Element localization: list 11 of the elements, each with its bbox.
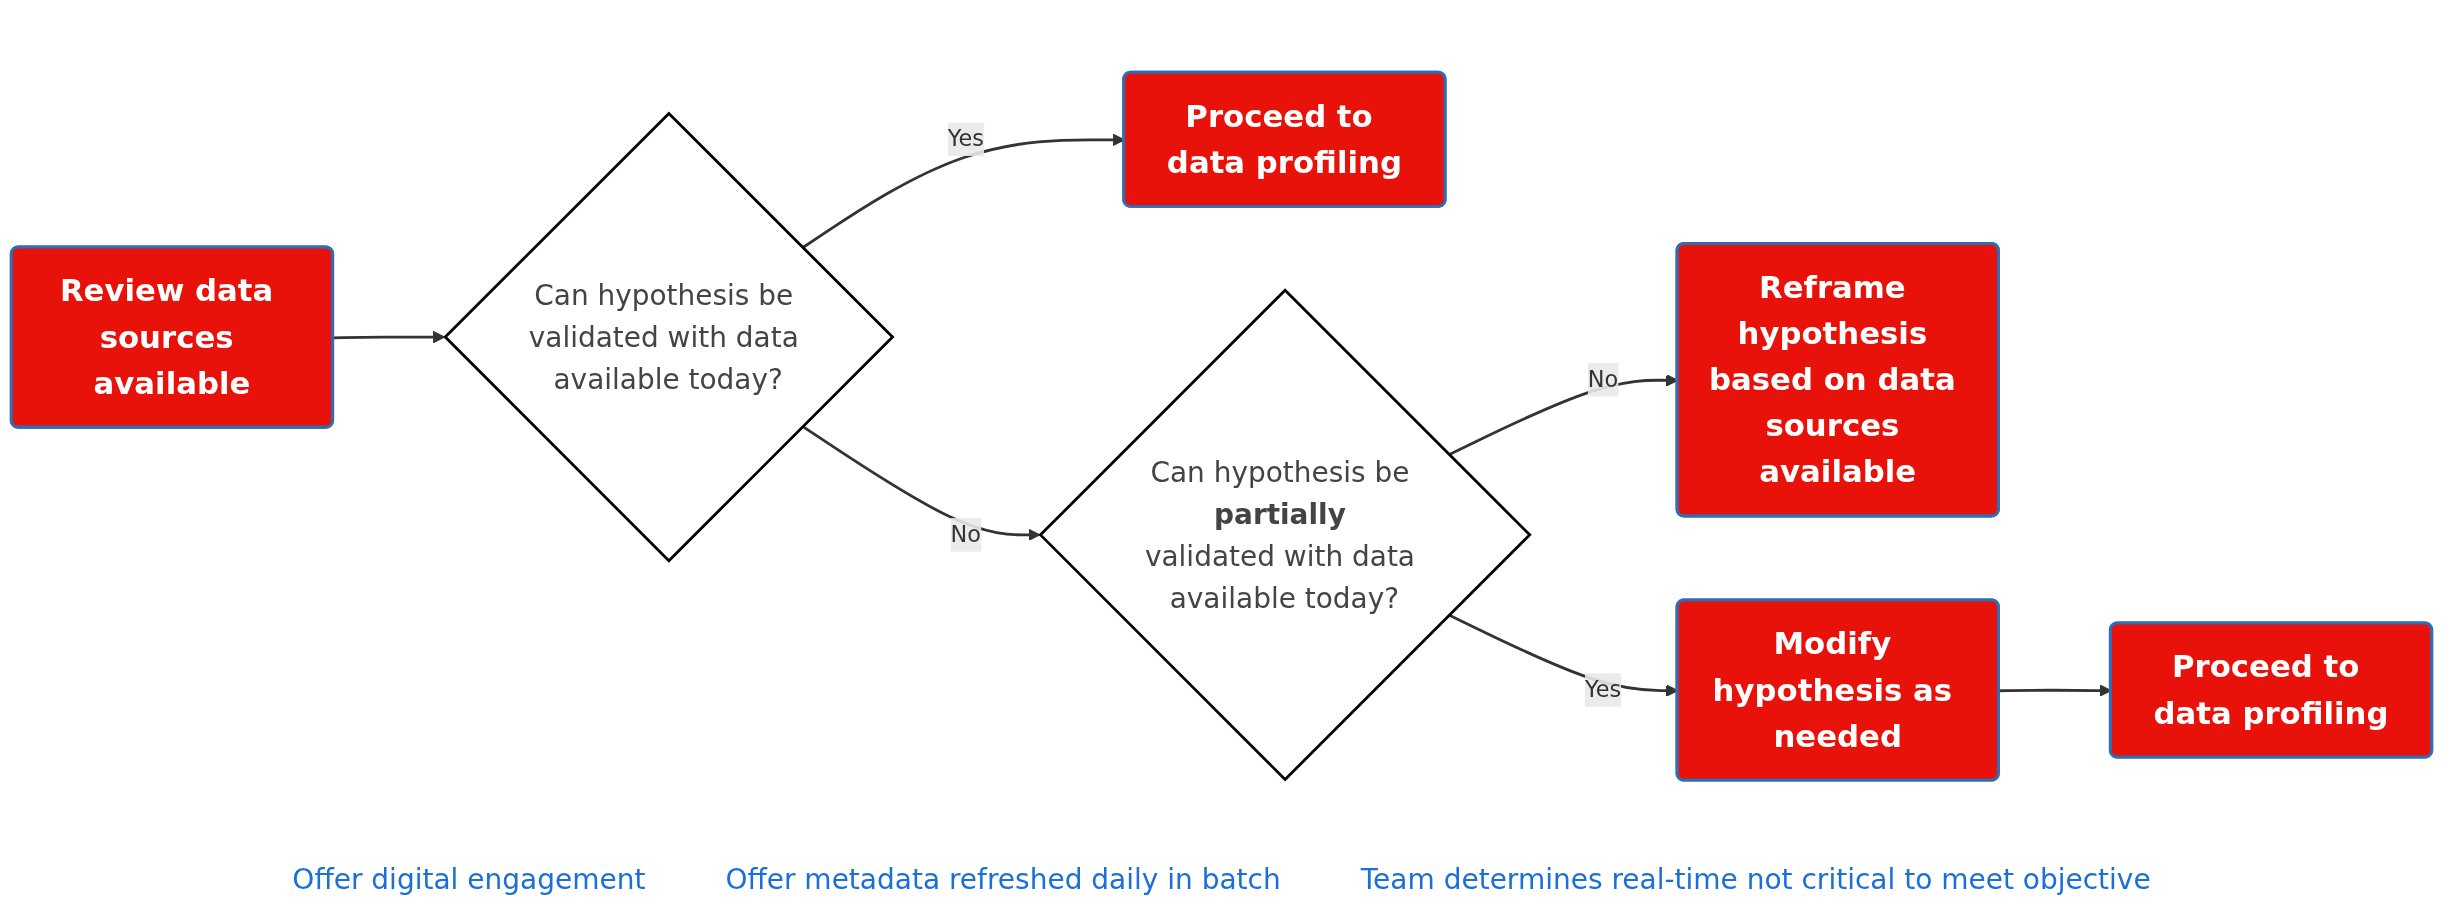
edge-label: No <box>1587 366 1619 393</box>
edge-label: Yes <box>1584 676 1622 703</box>
note-text: Team determines real-time not critical to meet objective <box>1360 863 2151 896</box>
note-text: Offer digital engagement <box>292 863 646 896</box>
note-text: Offer metadata refreshed daily in batch <box>725 863 1281 896</box>
node-diamond: Can hypothesis be validated with data available today? <box>443 111 895 563</box>
arrow <box>333 331 446 344</box>
node-diamond: Can hypothesis be partially validated with data available today? <box>1038 288 1532 782</box>
edge-label: Yes <box>947 125 984 153</box>
edge-label: No <box>950 521 982 548</box>
arrow <box>801 425 1041 542</box>
